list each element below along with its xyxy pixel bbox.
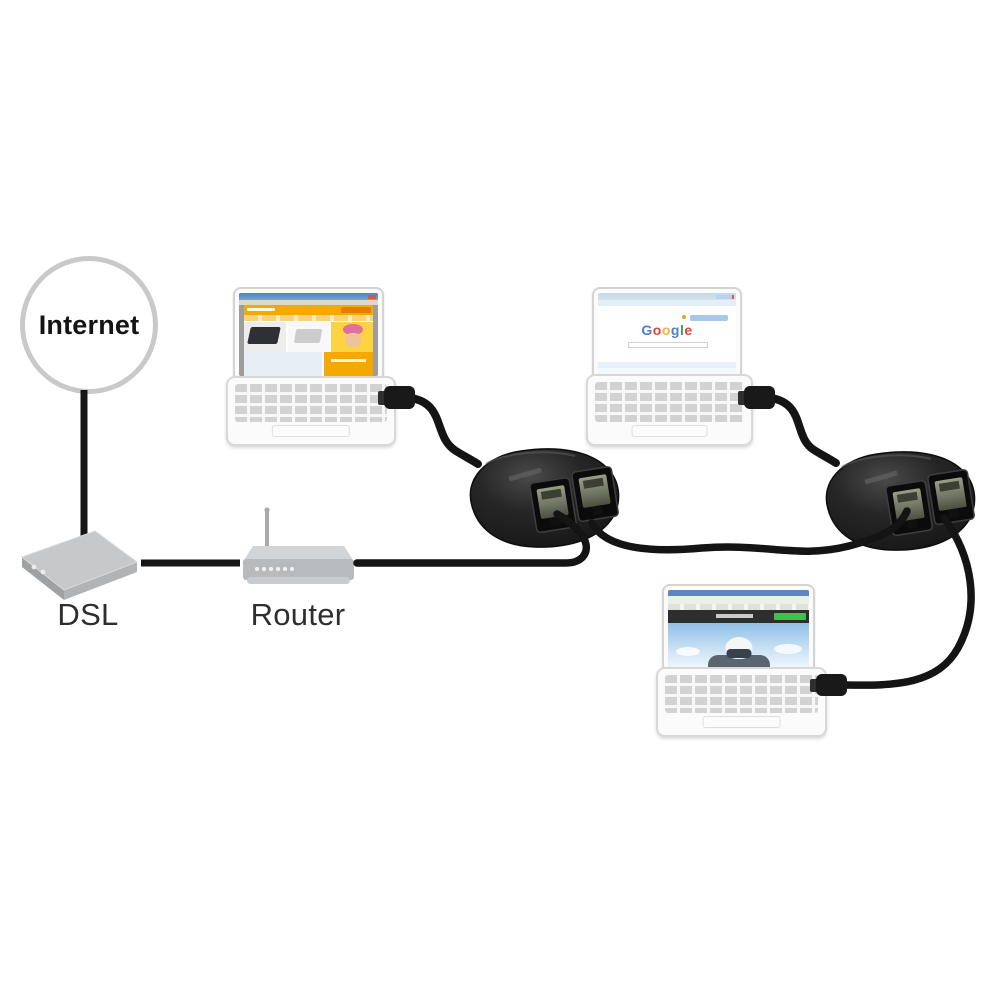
cloud — [773, 644, 802, 655]
banner-text — [715, 614, 753, 618]
usb-cable-laptop1-to-adapter1 — [407, 394, 482, 468]
keyboard-keys — [235, 384, 387, 422]
laptop-1-display — [239, 293, 378, 376]
model-face — [344, 332, 362, 348]
rj45-port-icon — [529, 477, 577, 534]
browser-toolbar — [668, 596, 809, 610]
dark-banner — [668, 610, 809, 623]
router-leds — [255, 567, 294, 571]
product-tile — [287, 322, 330, 352]
shop-webpage — [244, 305, 374, 376]
search-box — [628, 341, 708, 348]
product-photo — [293, 328, 323, 343]
usb-ethernet-adapter-1 — [469, 448, 620, 548]
laptop-1-screen — [233, 287, 384, 382]
dsl-modem-icon — [20, 530, 139, 600]
keyboard-keys — [595, 382, 744, 422]
laptop-3-keyboard — [656, 667, 827, 737]
internet-node-icon: Internet — [20, 256, 158, 394]
model-hat — [343, 323, 363, 335]
rj45-port-icon — [927, 469, 975, 526]
shop-header — [244, 305, 373, 315]
keyboard-keys — [665, 675, 818, 713]
modem-led — [31, 564, 37, 570]
dsl-label: DSL — [57, 597, 119, 632]
laptop-1-keyboard — [226, 376, 396, 446]
rj45-port-icon — [571, 466, 619, 523]
shop-lower-row — [244, 352, 373, 376]
cable-router-to-adapter1 — [353, 510, 590, 567]
promo-block — [324, 352, 373, 376]
browser-toolbar — [239, 300, 378, 305]
cloud — [676, 647, 701, 657]
shop-header-button — [341, 307, 371, 313]
close-icon — [368, 295, 376, 299]
internet-label: Internet — [38, 309, 140, 340]
shop-nav-tabs — [244, 315, 373, 321]
google-logo: Google — [641, 322, 693, 339]
modem-led — [40, 569, 46, 575]
top-link-pill — [716, 295, 732, 299]
rj45-port-icon — [885, 480, 933, 537]
laptop-2-keyboard — [586, 374, 753, 446]
notification-dot-icon — [682, 315, 686, 320]
content-block — [244, 352, 323, 376]
product-tile — [244, 322, 286, 352]
promo-text — [331, 359, 366, 363]
adapter-gloss — [841, 454, 932, 468]
shop-product-row — [244, 321, 374, 352]
ski-photo — [668, 623, 809, 667]
adapter-gloss — [485, 451, 576, 465]
laptop-2-display: Google — [598, 293, 736, 374]
adapter-logo — [508, 467, 542, 482]
page-footer — [598, 362, 736, 368]
signin-button — [690, 314, 728, 321]
router-icon — [243, 507, 354, 584]
product-photo — [247, 327, 281, 345]
usb-ethernet-adapter-2 — [825, 451, 976, 551]
browser-titlebar — [239, 293, 378, 300]
tab-strip — [668, 604, 809, 610]
shop-logo — [247, 308, 275, 311]
usb-cable-laptop2-to-adapter2 — [767, 394, 840, 467]
laptop-3-display — [668, 590, 809, 667]
cable-adapter1-to-adapter2 — [588, 507, 911, 555]
spacebar — [702, 716, 781, 728]
spacebar — [271, 425, 351, 437]
promo-tile — [331, 322, 374, 352]
google-webpage: Google — [598, 295, 736, 368]
laptop-3-screen — [662, 584, 815, 673]
adapter-logo — [864, 470, 898, 485]
skier-shoulders — [707, 655, 770, 667]
spacebar — [631, 425, 708, 437]
skier-goggles — [726, 649, 751, 658]
router-label: Router — [250, 597, 346, 632]
cable-adapter2-to-laptop3 — [841, 514, 975, 689]
browser-titlebar — [668, 590, 809, 596]
laptop-2-screen: Google — [592, 287, 742, 380]
green-cta-button — [774, 613, 806, 620]
